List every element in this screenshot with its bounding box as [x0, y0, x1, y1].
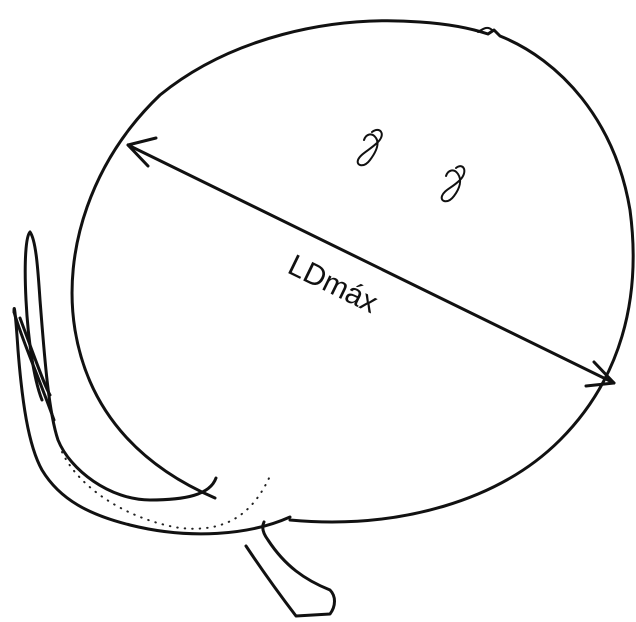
measure-label: LDmáx — [283, 249, 383, 320]
hilum-mark-left — [358, 130, 382, 165]
radicle-inner — [25, 232, 216, 500]
embryo-dotted-curve — [62, 452, 270, 529]
seed-outline — [72, 21, 633, 522]
diameter-line — [128, 145, 614, 383]
hilum-mark-right — [442, 166, 465, 201]
stalk-outline — [246, 522, 335, 616]
